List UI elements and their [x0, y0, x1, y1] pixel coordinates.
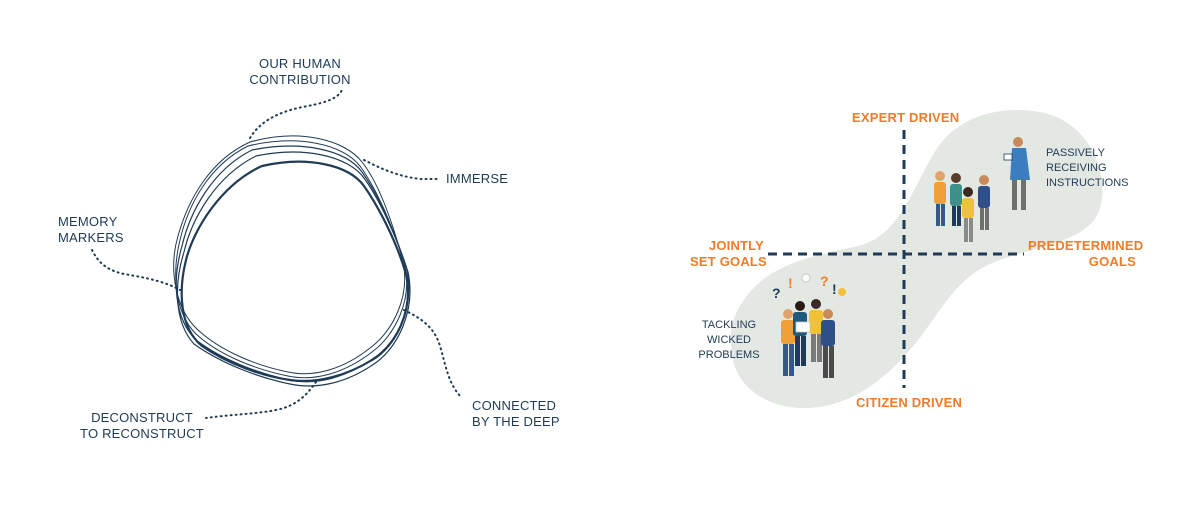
ring-layer-inner: [180, 160, 410, 383]
annotation-passively-receiving: PASSIVELY RECEIVING INSTRUCTIONS: [1046, 147, 1129, 189]
label-memory-markers: MEMORY MARKERS: [58, 214, 124, 245]
ring-layer: [173, 135, 406, 375]
group-person: [809, 299, 823, 362]
listener-person: [962, 187, 974, 242]
annotation-tackling-wicked-problems: TACKLING WICKED PROBLEMS: [698, 319, 760, 361]
exclamation-symbol: !: [832, 281, 837, 297]
label-connected-by-the-deep: CONNECTED BY THE DEEP: [472, 398, 560, 429]
ring-layer: [176, 151, 411, 387]
listener-person: [934, 171, 946, 226]
leader-human-contribution: [249, 89, 343, 139]
exclamation-symbol: !: [788, 275, 793, 291]
leader-deconstruct: [205, 381, 317, 419]
listener-person: [978, 175, 990, 230]
leader-connected: [403, 309, 463, 399]
leader-immerse: [363, 159, 439, 180]
axis-label-citizen-driven: CITIZEN DRIVEN: [856, 395, 963, 410]
citizen-group-illustration: ? ! ? !: [772, 273, 846, 378]
leader-lines: [91, 89, 463, 419]
listener-person: [950, 173, 962, 226]
label-our-human-contribution: OUR HUMAN CONTRIBUTION: [249, 56, 351, 87]
layered-ring: [173, 135, 411, 387]
label-deconstruct-to-reconstruct: DECONSTRUCT TO RECONSTRUCT: [80, 410, 204, 441]
axis-label-expert-driven: EXPERT DRIVEN: [852, 110, 960, 125]
expert-group-illustration: [934, 137, 1030, 242]
group-person: [781, 309, 795, 376]
lightbulb-icon: [838, 288, 846, 296]
lightbulb-icon: [801, 273, 811, 283]
leader-memory-markers: [91, 249, 181, 291]
shared-paper: [795, 321, 811, 333]
group-person: [821, 309, 835, 378]
axis-label-jointly-set-goals: JOINTLY SET GOALS: [690, 238, 767, 269]
ring-layer: [175, 140, 408, 379]
thought-symbols: ? ! ? !: [772, 273, 846, 301]
axis-label-predetermined-goals: PREDETERMINED GOALS: [1028, 238, 1144, 269]
question-mark-symbol: ?: [772, 285, 781, 301]
instructor-person: [1003, 137, 1030, 210]
axes: [768, 130, 1024, 388]
label-immerse: IMMERSE: [446, 171, 509, 186]
question-mark-symbol: ?: [820, 273, 829, 289]
